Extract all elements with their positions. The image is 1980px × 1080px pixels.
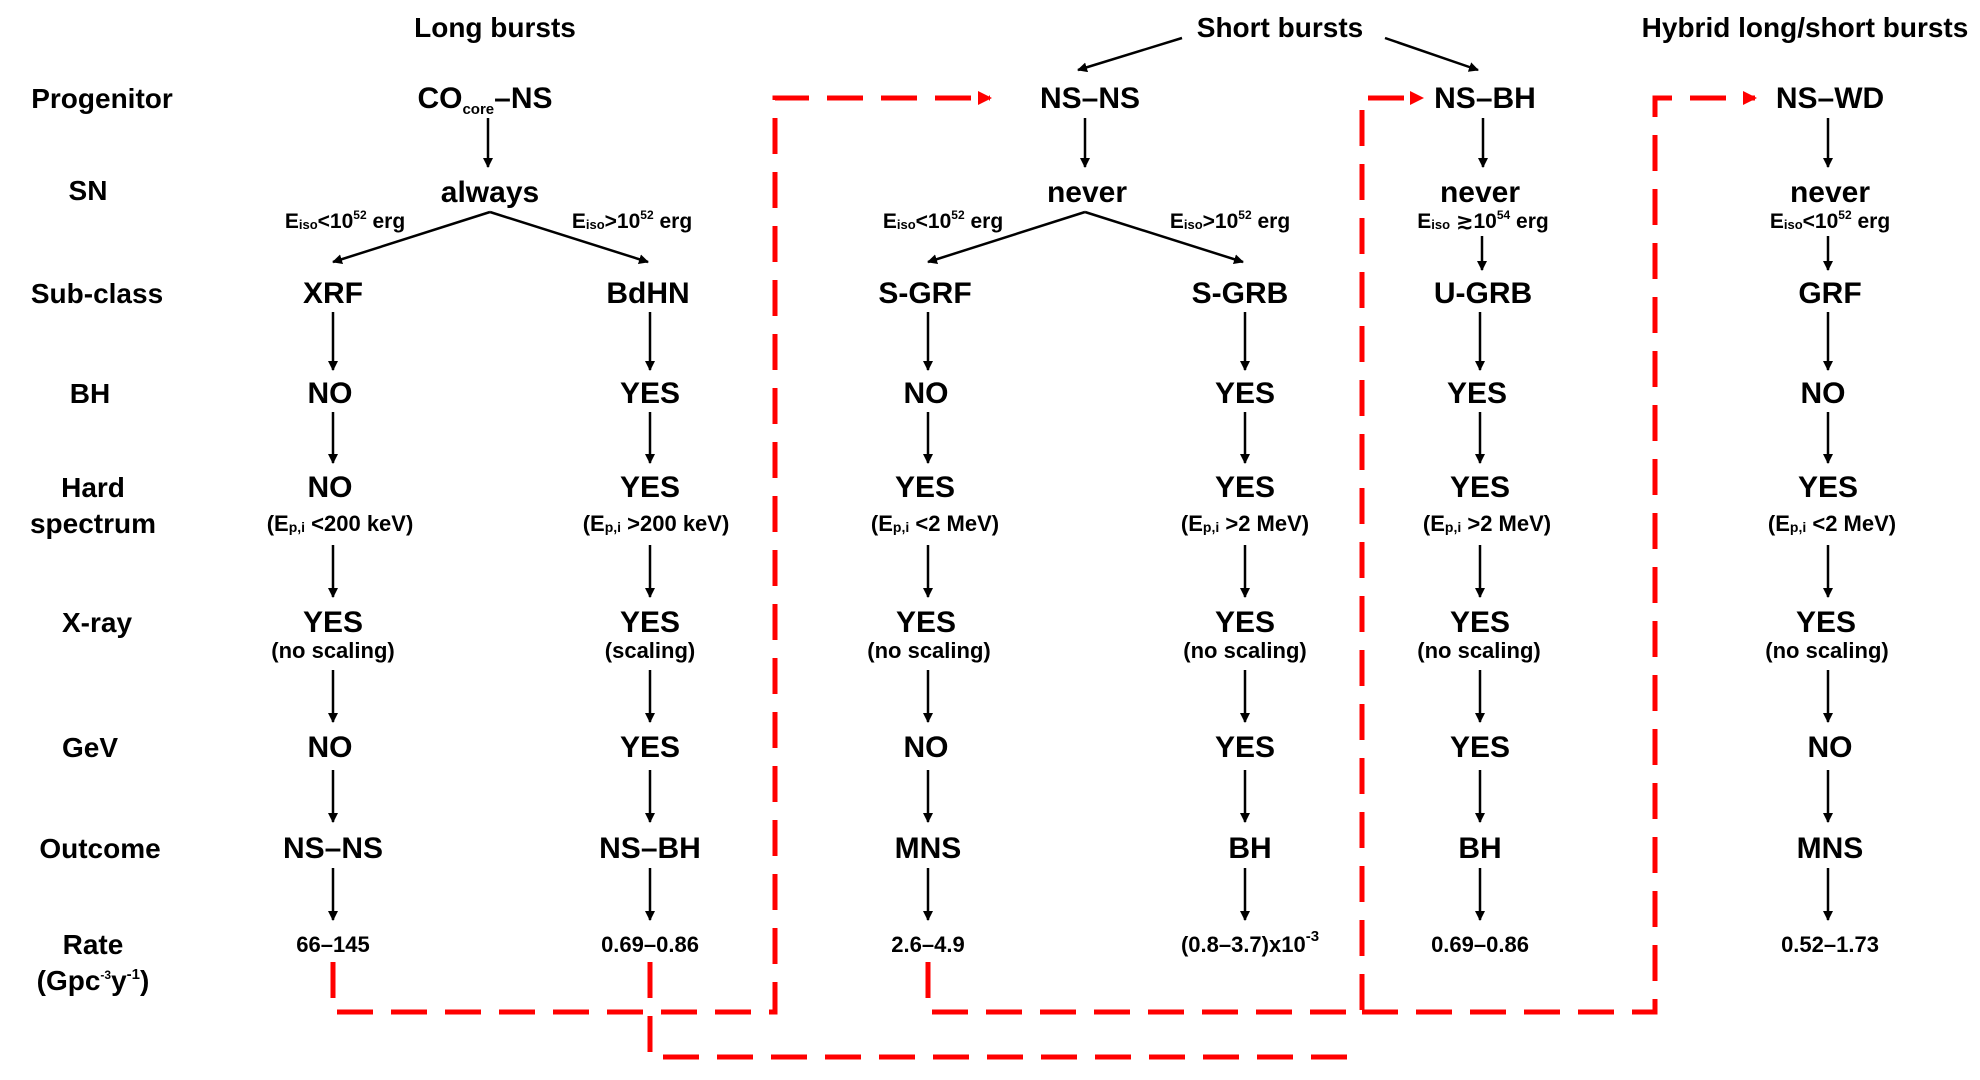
sn-never-nsbh: never [1440,176,1520,209]
row-label-sn: SN [69,175,108,206]
xray-note-sgrb: (no scaling) [1183,638,1306,663]
red-link-xrf-to-nsns [330,91,992,1015]
hard-bdhn: YES [620,471,680,504]
xray-sgrf: YES [896,606,956,639]
bh-ugrb: YES [1447,377,1507,410]
row-label-progenitor: Progenitor [31,83,173,114]
xray-note-sgrf: (no scaling) [867,638,990,663]
red-link-to-nswd [1362,91,1757,1015]
subclass-sgrf: S-GRF [878,277,971,310]
energy-label-bdhn: Eiso>1052 erg [572,208,692,233]
gev-sgrb: YES [1215,731,1275,764]
arrow-sn-to-bdhn [489,210,649,265]
energy-label-ugrb: Eiso ≳1054 erg [1417,208,1548,233]
energy-label-xrf: Eiso<1052 erg [285,208,405,233]
xray-note-bdhn: (scaling) [605,638,695,663]
rate-sgrb: (0.8–3.7)x10-3 [1181,928,1319,957]
row-label-rate-units: (Gpc-3y-1) [37,965,150,996]
peak-energy-grf: (Ep,i <2 MeV) [1768,511,1896,536]
xray-note-grf: (no scaling) [1765,638,1888,663]
header-short-bursts: Short bursts [1197,12,1363,43]
arrow-sn-to-sgrf [927,210,1086,265]
sn-always: always [441,176,539,209]
outcome-sgrf: MNS [895,832,962,865]
hard-sgrb: YES [1215,471,1275,504]
red-link-bdhn-to-nsbh [647,962,1362,1060]
header-hybrid-bursts: Hybrid long/short bursts [1642,12,1969,43]
row-label-subclass: Sub-class [31,278,163,309]
progenitor-co-core-ns: COcore–NS [417,82,552,118]
arrow-sn-to-xrf [332,210,491,265]
outcome-ugrb: BH [1458,832,1501,865]
red-dashed-links [330,91,1757,1060]
bh-xrf: NO [308,377,353,410]
sn-never-nswd: never [1790,176,1870,209]
rate-sgrf: 2.6–4.9 [891,932,964,957]
rate-grf: 0.52–1.73 [1781,932,1879,957]
row-label-gev: GeV [62,732,118,763]
sn-never-nsns: never [1047,176,1127,209]
hard-ugrb: YES [1450,471,1510,504]
peak-energy-sgrb: (Ep,i >2 MeV) [1181,511,1309,536]
bh-sgrf: NO [904,377,949,410]
arrow-sn-to-sgrb [1084,210,1244,265]
subclass-xrf: XRF [303,277,363,310]
bh-sgrb: YES [1215,377,1275,410]
row-label-outcome: Outcome [39,833,160,864]
red-link-sgrf-to-nsbh [925,91,1424,1015]
gev-grf: NO [1808,731,1853,764]
flow-arrows [328,36,1833,921]
progenitor-ns-ns: NS–NS [1040,82,1140,115]
xray-ugrb: YES [1450,606,1510,639]
arrow-short-to-nsbh [1384,36,1479,72]
row-label-hard: Hard [61,472,125,503]
gev-bdhn: YES [620,731,680,764]
subclass-sgrb: S-GRB [1192,277,1289,310]
arrow-short-to-nsns [1077,36,1183,73]
progenitor-ns-wd: NS–WD [1776,82,1884,115]
xray-bdhn: YES [620,606,680,639]
row-label-rate: Rate [63,929,124,960]
header-long-bursts: Long bursts [414,12,576,43]
energy-label-sgrf: Eiso<1052 erg [883,208,1003,233]
xray-note-xrf: (no scaling) [271,638,394,663]
row-label-spectrum: spectrum [30,508,156,539]
xray-note-ugrb: (no scaling) [1417,638,1540,663]
peak-energy-sgrf: (Ep,i <2 MeV) [871,511,999,536]
peak-energy-bdhn: (Ep,i >200 keV) [583,511,730,536]
progenitor-ns-bh: NS–BH [1434,82,1536,115]
outcome-bdhn: NS–BH [599,832,701,865]
subclass-bdhn: BdHN [606,277,689,310]
row-label-bh: BH [70,378,110,409]
subclass-ugrb: U-GRB [1434,277,1532,310]
xray-grf: YES [1796,606,1856,639]
rate-ugrb: 0.69–0.86 [1431,932,1529,957]
hard-sgrf: YES [895,471,955,504]
row-label-xray: X-ray [62,607,132,638]
bh-bdhn: YES [620,377,680,410]
gev-sgrf: NO [904,731,949,764]
xray-sgrb: YES [1215,606,1275,639]
gev-ugrb: YES [1450,731,1510,764]
rate-xrf: 66–145 [296,932,369,957]
gev-xrf: NO [308,731,353,764]
peak-energy-xrf: (Ep,i <200 keV) [267,511,414,536]
energy-label-grf: Eiso<1052 erg [1770,208,1890,233]
rate-bdhn: 0.69–0.86 [601,932,699,957]
hard-grf: YES [1798,471,1858,504]
bh-grf: NO [1801,377,1846,410]
outcome-sgrb: BH [1228,832,1271,865]
outcome-xrf: NS–NS [283,832,383,865]
energy-label-sgrb: Eiso>1052 erg [1170,208,1290,233]
subclass-grf: GRF [1798,277,1861,310]
outcome-grf: MNS [1797,832,1864,865]
hard-xrf: NO [308,471,353,504]
xray-xrf: YES [303,606,363,639]
peak-energy-ugrb: (Ep,i >2 MeV) [1423,511,1551,536]
